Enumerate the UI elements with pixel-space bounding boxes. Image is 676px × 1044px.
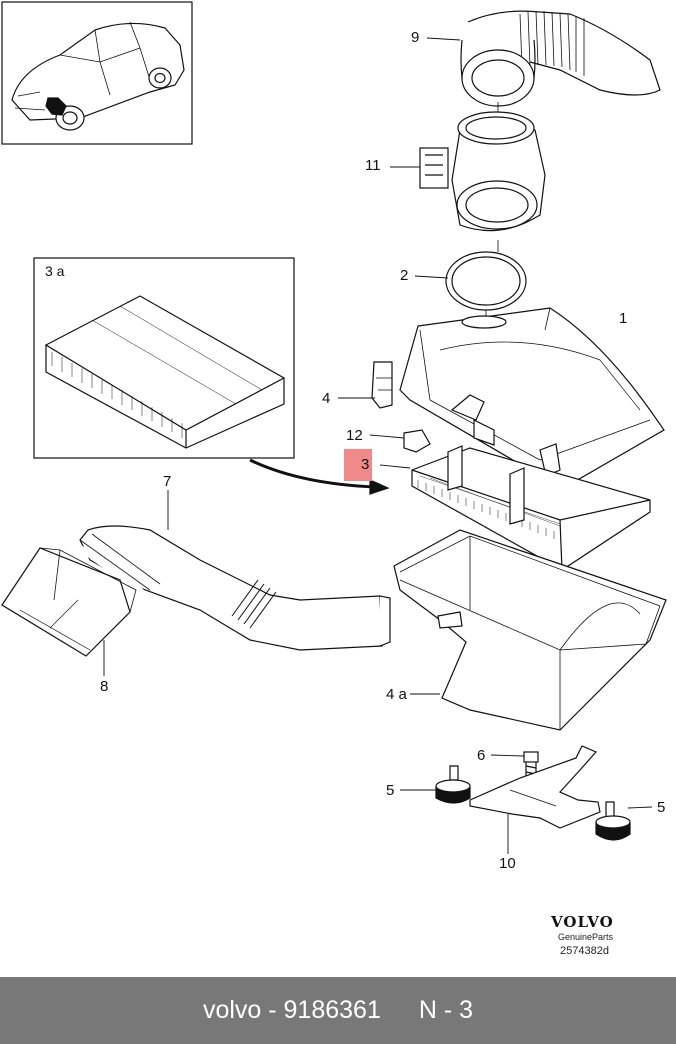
genuine-parts-label: GenuineParts	[558, 932, 614, 942]
callout-2: 2	[400, 267, 409, 284]
volvo-logo: VOLVO	[551, 913, 614, 931]
highlight-part-3	[344, 449, 372, 481]
callout-4a: 4 a	[386, 686, 407, 703]
callout-5-right: 5	[657, 799, 666, 816]
callout-4: 4	[322, 390, 331, 407]
callout-8: 8	[100, 678, 109, 695]
part-11-air-mass-meter	[419, 111, 546, 232]
callout-1: 1	[619, 310, 628, 327]
callout-3: 3	[361, 456, 370, 473]
inset-label-3a: 3 a	[45, 263, 65, 279]
exploded-parts-diagram	[1, 1, 667, 854]
part-2-o-ring	[445, 251, 527, 311]
inset-pointer-arrow	[249, 458, 390, 495]
footer-bar: volvo - 9186361 N - 3	[0, 977, 676, 1044]
footer-reference: N - 3	[418, 996, 474, 1024]
part-12-grommet	[403, 429, 431, 453]
callout-leader-lines	[103, 37, 653, 854]
part-9-intake-hose	[460, 10, 661, 107]
part-7-intake-duct	[74, 525, 391, 651]
part-10-bracket	[469, 745, 601, 829]
part-8-air-inlet	[1, 547, 137, 657]
part-3-air-filter-element	[411, 445, 651, 571]
car-locator-thumbnail	[1, 1, 193, 145]
part-1-filter-cover	[399, 307, 665, 491]
callout-5-left: 5	[386, 782, 395, 799]
footer-part-number: volvo - 9186361	[202, 996, 381, 1024]
callout-6: 6	[477, 747, 486, 764]
diagram-code: 2574382d	[560, 945, 609, 957]
callout-7: 7	[163, 473, 172, 490]
part-4-clip	[371, 361, 393, 409]
callout-12: 12	[346, 427, 363, 444]
callout-11: 11	[365, 157, 381, 174]
part-5-rubber-mount-right	[595, 801, 631, 841]
callout-9: 9	[411, 29, 420, 46]
callout-10: 10	[499, 855, 516, 872]
part-4a-filter-housing	[393, 529, 667, 731]
inset-3a-filter	[33, 257, 295, 459]
part-5-rubber-mount-left	[435, 765, 471, 804]
